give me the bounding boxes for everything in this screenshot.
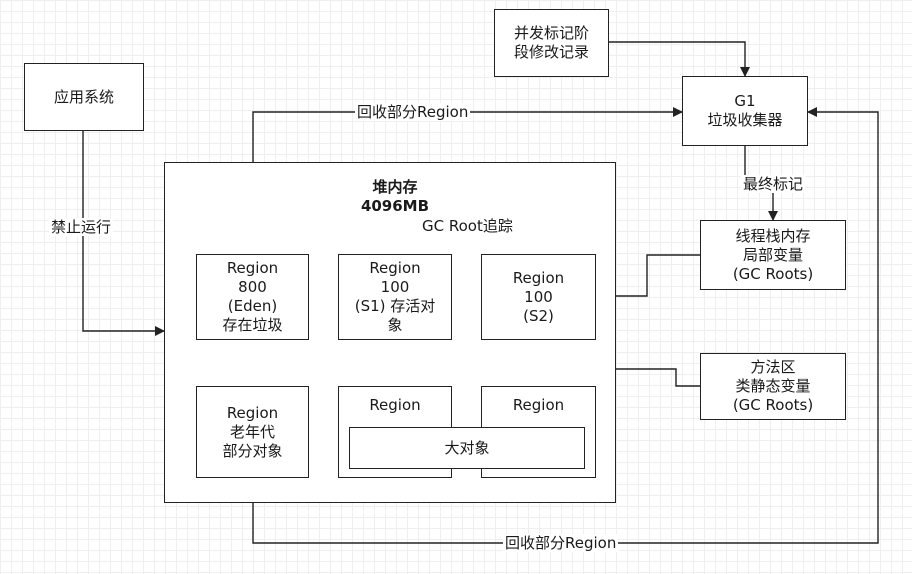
eden-line-1: Region xyxy=(226,259,279,277)
thread-stack-node: 线程栈内存 局部变量 (GC Roots) xyxy=(700,220,846,290)
method-area-line-2: 类静态变量 xyxy=(735,377,811,395)
g1-line-1: G1 xyxy=(734,92,756,110)
eden-line-2: 800 xyxy=(238,278,267,296)
g1-line-2: 垃圾收集器 xyxy=(707,111,783,129)
g1-collector-node: G1 垃圾收集器 xyxy=(682,76,808,146)
thread-stack-line-3: (GC Roots) xyxy=(732,264,814,283)
region-eden-node: Region 800 (Eden) 存在垃圾 xyxy=(196,254,309,340)
concurrent-mark-line-2: 段修改记录 xyxy=(513,43,589,61)
edge-threadstack-to-s2 xyxy=(595,254,700,301)
app-system-node: 应用系统 xyxy=(24,63,144,131)
edge-label-reclaim-top: 回收部分Region xyxy=(355,103,471,121)
edge-app-to-heap xyxy=(82,131,165,336)
eden-line-4: 存在垃圾 xyxy=(222,316,283,334)
thread-stack-line-1: 线程栈内存 xyxy=(735,226,811,245)
edge-concurrent-to-g1 xyxy=(609,41,750,77)
s1-line-3: (S1) 存活对 xyxy=(354,297,436,315)
app-system-label: 应用系统 xyxy=(53,87,114,106)
s1-line-1: Region xyxy=(369,259,421,277)
edge-label-gc-root-trace: GC Root追踪 xyxy=(420,217,515,235)
method-area-node: 方法区 类静态变量 (GC Roots) xyxy=(700,353,846,420)
old-gen-line-1: Region xyxy=(226,403,279,422)
method-area-line-3: (GC Roots) xyxy=(732,396,814,414)
big-object-node: 大对象 xyxy=(349,427,585,469)
heap-title: 堆内存 4096MB xyxy=(340,178,450,216)
eden-line-3: (Eden) xyxy=(227,297,278,315)
region-a-label: Region xyxy=(369,396,421,414)
edge-label-final-mark: 最终标记 xyxy=(741,175,806,193)
s2-line-1: Region xyxy=(512,268,565,287)
region-old-gen-node: Region 老年代 部分对象 xyxy=(196,386,309,478)
old-gen-line-3: 部分对象 xyxy=(222,441,283,460)
heap-title-line-2: 4096MB xyxy=(360,197,430,215)
heap-title-line-1: 堆内存 xyxy=(372,178,418,196)
edge-label-disable-run: 禁止运行 xyxy=(49,218,114,236)
s2-line-3: (S2) xyxy=(523,306,554,325)
s2-line-2: 100 xyxy=(524,287,553,306)
s1-line-2: 100 xyxy=(380,278,410,296)
method-area-line-1: 方法区 xyxy=(750,358,796,376)
edge-label-reclaim-bottom: 回收部分Region xyxy=(503,534,619,552)
concurrent-mark-node: 并发标记阶 段修改记录 xyxy=(494,9,609,77)
edge-oldgen-to-g1 xyxy=(252,107,879,544)
thread-stack-line-2: 局部变量 xyxy=(742,245,803,264)
concurrent-mark-line-1: 并发标记阶 xyxy=(513,24,589,42)
big-object-label: 大对象 xyxy=(444,438,490,457)
region-b-label: Region xyxy=(512,396,565,414)
region-s2-node: Region 100 (S2) xyxy=(481,254,596,340)
s1-line-4: 象 xyxy=(387,316,403,334)
region-s1-node: Region 100 (S1) 存活对 象 xyxy=(338,254,452,340)
old-gen-line-2: 老年代 xyxy=(229,422,275,441)
